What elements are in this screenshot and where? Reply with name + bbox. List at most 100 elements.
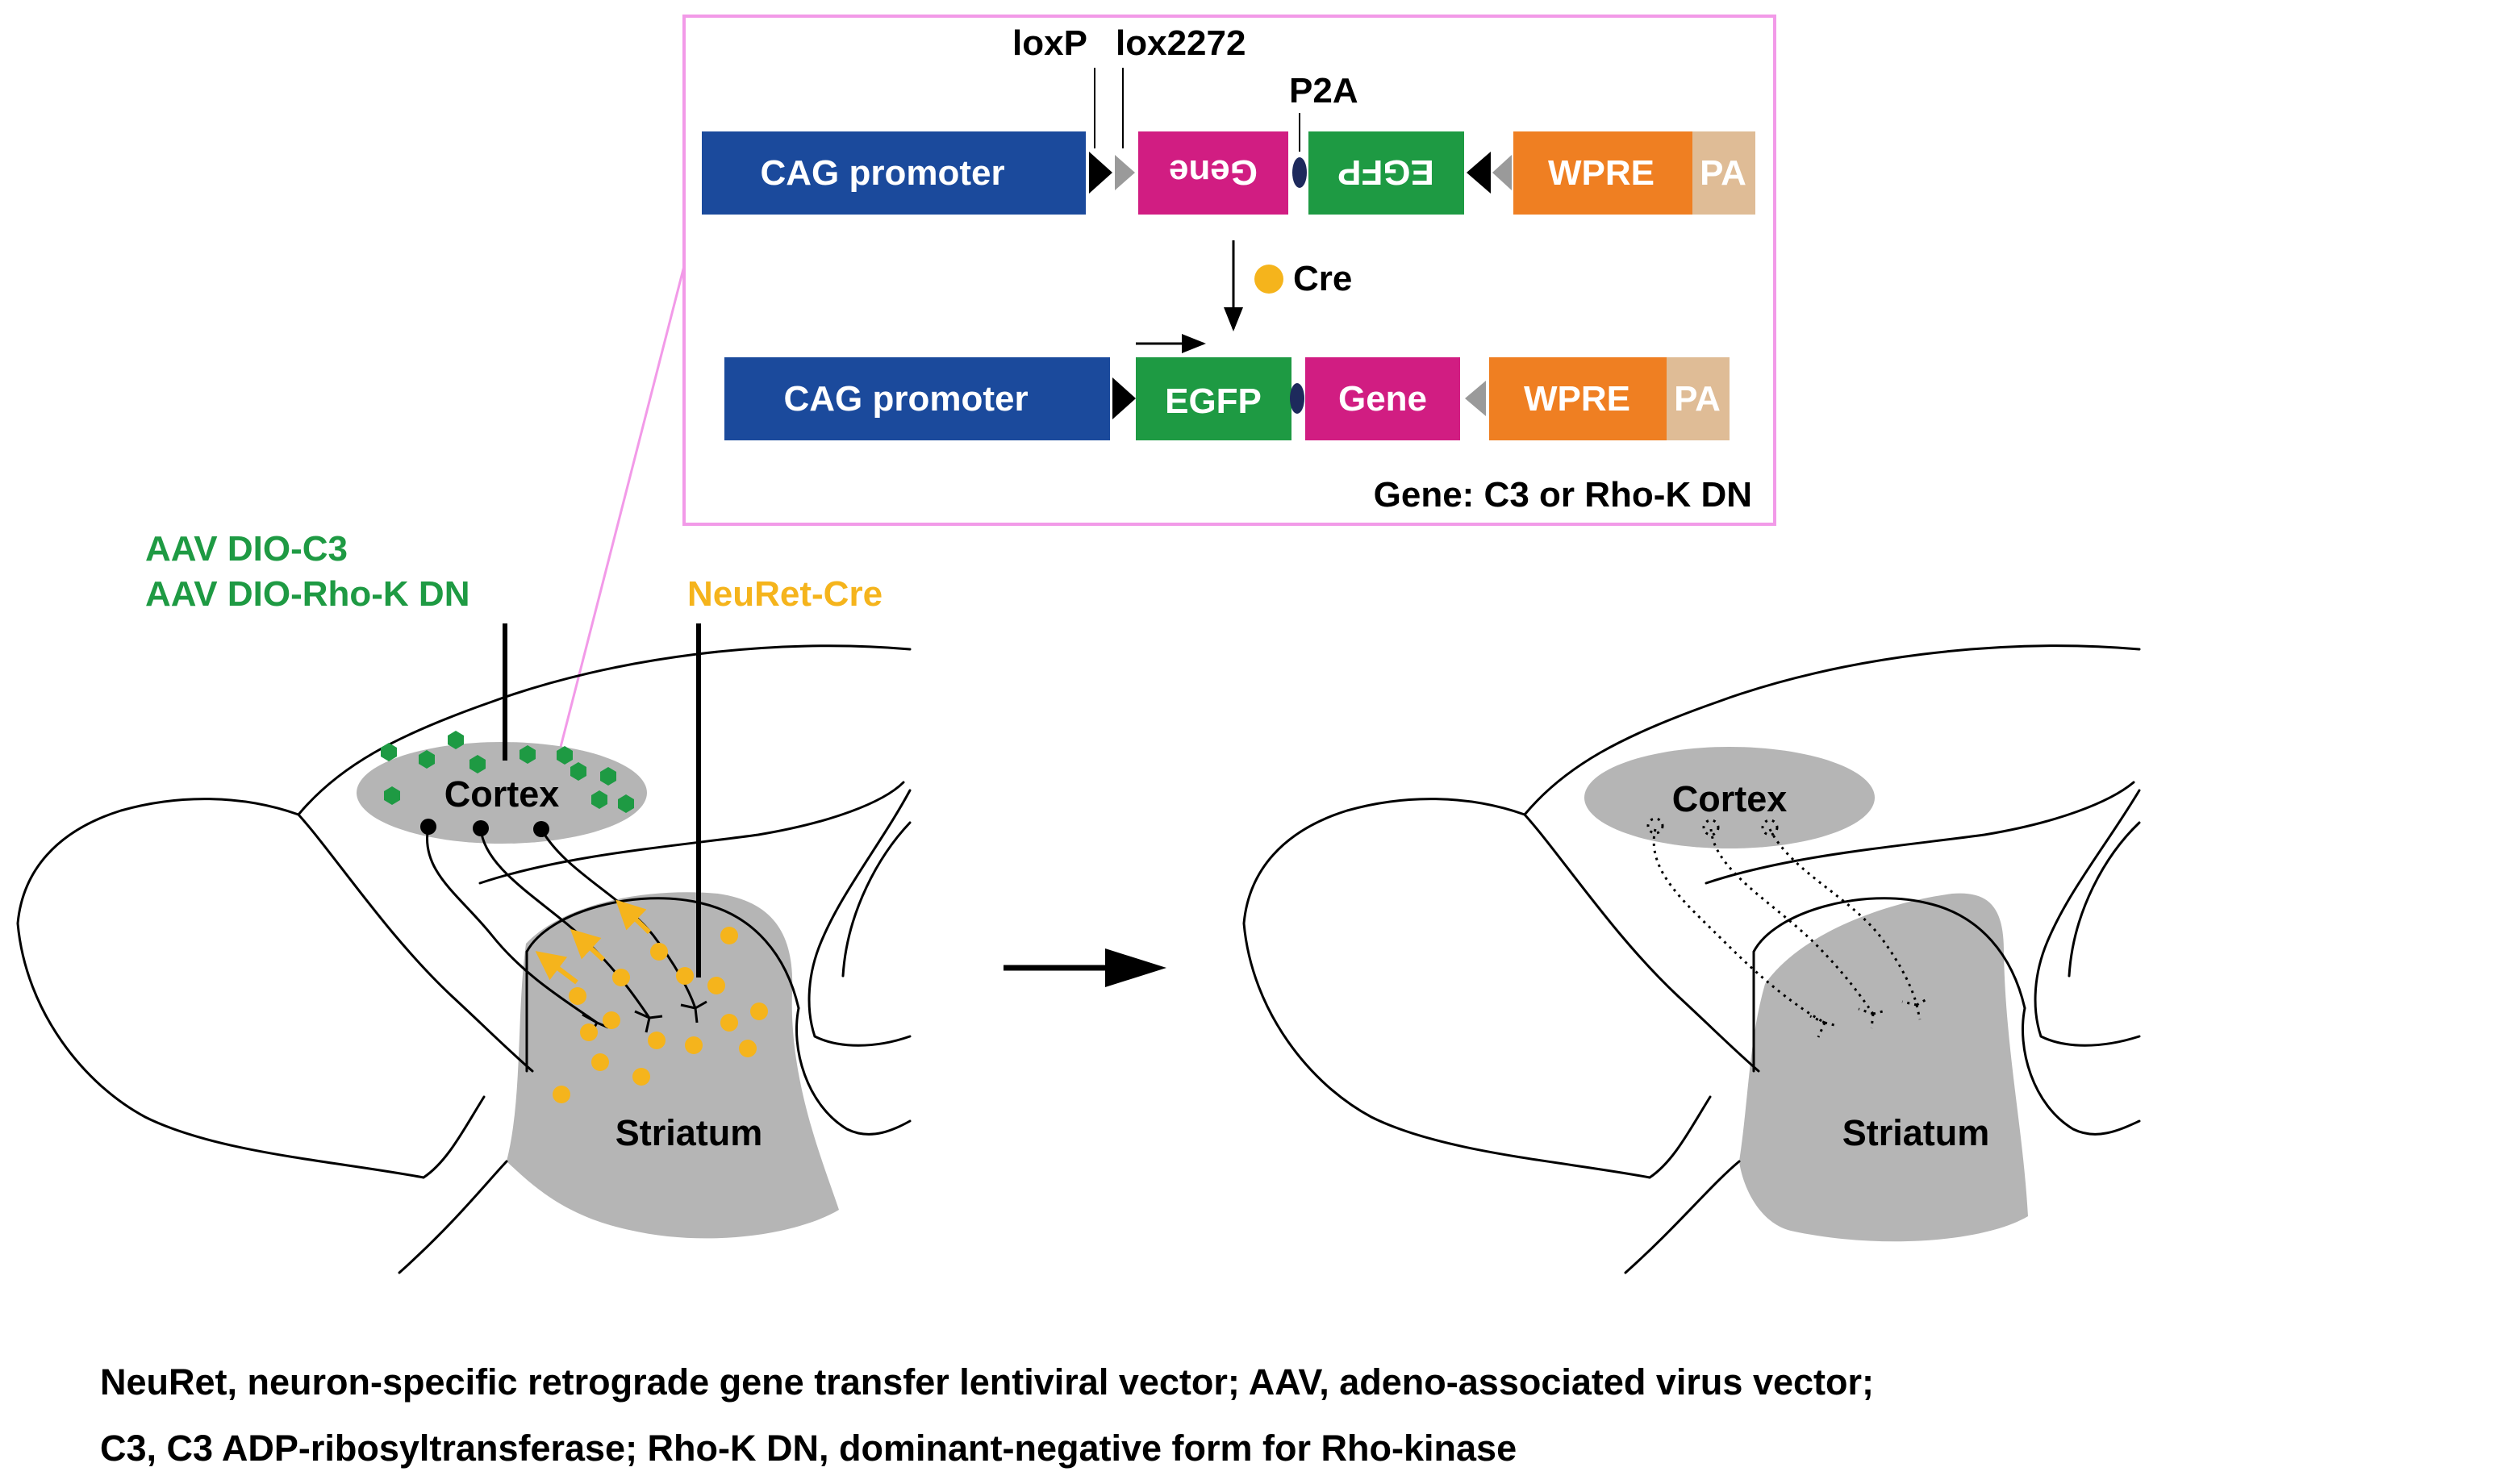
inset-connector xyxy=(558,265,686,751)
retrograde-arrows xyxy=(535,899,652,985)
retrograde-arrow-icon xyxy=(615,899,652,935)
axon-terminal-icon xyxy=(680,1000,707,1023)
gene-label: Gene xyxy=(1338,379,1427,419)
green-cell-icon xyxy=(591,790,607,809)
yellow-cell-icon xyxy=(632,1068,650,1086)
p2a-marker-icon xyxy=(1292,157,1307,188)
green-cell-icon xyxy=(570,762,586,781)
dotted-axon xyxy=(1709,828,1875,1015)
axon-terminal-icon xyxy=(634,1010,663,1033)
transition-arrow xyxy=(1004,948,1166,987)
dotted-terminal-icon xyxy=(1858,1007,1887,1029)
yellow-cell-icon xyxy=(580,1023,598,1041)
yellow-cell-icon xyxy=(739,1040,757,1057)
brain-right: Cortex Striatum xyxy=(1242,644,2141,1274)
yellow-cell-icon xyxy=(750,1003,768,1020)
arrow-head-icon xyxy=(1105,948,1166,987)
retrograde-arrow-icon xyxy=(535,951,578,985)
dotted-terminal-icon xyxy=(1809,1015,1838,1038)
cre-label: Cre xyxy=(1293,259,1352,298)
striatum-region-left xyxy=(507,892,839,1239)
construct-inset: loxP lox2272 P2A CAG promoter Gene EGFP … xyxy=(682,15,1776,526)
neuron-soma-icon xyxy=(420,819,436,835)
p2a-label: P2A xyxy=(1289,71,1358,110)
neuret-cre-cells xyxy=(553,927,768,1103)
green-cell-icon xyxy=(469,755,486,773)
pa-box-2 xyxy=(1667,357,1730,440)
cag-promoter-box xyxy=(702,131,1086,215)
green-cell-icon xyxy=(384,786,400,805)
striatum-region-right xyxy=(1739,893,2028,1242)
cre-dot-icon xyxy=(1254,265,1283,294)
cag-promoter-label: CAG promoter xyxy=(760,153,1004,193)
yellow-cell-icon xyxy=(648,1032,666,1049)
loxp-triangle-rev-icon xyxy=(1467,152,1491,194)
lox2272-triangle-rev-icon xyxy=(1492,155,1512,190)
aav-label-line1: AAV DIO-C3 xyxy=(145,529,348,569)
egfp-label-inverted: EGFP xyxy=(1337,152,1434,192)
wpre-box-2 xyxy=(1489,357,1668,440)
retrograde-arrow-icon xyxy=(570,928,606,962)
cortex-label-left: Cortex xyxy=(444,773,560,815)
brain-outline-right xyxy=(1242,644,2141,1274)
aav-infected-cells xyxy=(381,731,634,813)
striatum-label-left: Striatum xyxy=(615,1112,763,1153)
inset-border xyxy=(682,15,1776,526)
construct-bottom-row: CAG promoter EGFP Gene WPRE PA xyxy=(724,357,1730,440)
dotted-soma-icon xyxy=(1646,817,1664,835)
dotted-soma-icon xyxy=(1702,819,1720,836)
dotted-terminal-icon xyxy=(1901,997,1929,1020)
gene-label-inverted: Gene xyxy=(1169,152,1258,192)
yellow-cell-icon xyxy=(676,967,694,985)
wpre-box xyxy=(1513,131,1692,215)
pa-box xyxy=(1692,131,1755,215)
p2a-marker-icon-2 xyxy=(1290,383,1304,414)
pa-label-2: PA xyxy=(1674,379,1721,419)
degenerated-neurons xyxy=(1646,817,1929,1038)
loxp-triangle-icon-2 xyxy=(1112,377,1136,419)
gene-box-inverted xyxy=(1138,131,1288,215)
green-cell-icon xyxy=(448,731,464,749)
lox2272-triangle-rev-icon-2 xyxy=(1465,381,1486,416)
cortex-region-right xyxy=(1584,747,1875,848)
yellow-cell-icon xyxy=(603,1011,620,1029)
cag-promoter-box-2 xyxy=(724,357,1110,440)
egfp-label: EGFP xyxy=(1165,381,1262,421)
loxp-triangle-icon xyxy=(1089,152,1112,194)
green-cell-icon xyxy=(381,743,397,761)
green-cell-icon xyxy=(618,794,634,813)
green-cell-icon xyxy=(419,750,435,769)
yellow-cell-icon xyxy=(650,943,668,961)
green-cell-icon xyxy=(557,746,573,765)
lox2272-triangle-icon xyxy=(1115,155,1135,190)
neuret-label: NeuRet-Cre xyxy=(687,574,883,614)
yellow-cell-icon xyxy=(720,927,738,944)
cag-promoter-label-2: CAG promoter xyxy=(783,379,1028,419)
brain-outline-left xyxy=(16,644,912,1274)
yellow-cell-icon xyxy=(553,1086,570,1103)
caption-line-2: C3, C3 ADP-ribosyltransferase; Rho-K DN,… xyxy=(100,1428,1517,1469)
wpre-label-2: WPRE xyxy=(1524,379,1630,419)
caption-line-1: NeuRet, neuron-specific retrograde gene … xyxy=(100,1361,1875,1403)
lox2272-label: lox2272 xyxy=(1116,23,1246,63)
striatum-label-right: Striatum xyxy=(1842,1112,1990,1153)
brain-left: Cortex xyxy=(16,623,912,1274)
wpre-label: WPRE xyxy=(1548,153,1654,193)
gene-box xyxy=(1305,357,1460,440)
egfp-box xyxy=(1136,357,1291,440)
neuron-soma-icon xyxy=(533,821,549,837)
pa-label: PA xyxy=(1700,153,1746,193)
yellow-cell-icon xyxy=(720,1014,738,1032)
dotted-soma-icon xyxy=(1761,819,1779,836)
dotted-axon xyxy=(1768,828,1918,1006)
neuron-axon xyxy=(426,826,598,1024)
neuron-soma-icon xyxy=(473,820,489,836)
loxp-label: loxP xyxy=(1012,23,1087,63)
green-cell-icon xyxy=(600,767,616,786)
yellow-cell-icon xyxy=(685,1036,703,1054)
yellow-cell-icon xyxy=(591,1053,609,1071)
construct-top-row: CAG promoter Gene EGFP WPRE PA xyxy=(702,131,1755,215)
gene-note: Gene: C3 or Rho-K DN xyxy=(1374,475,1752,515)
green-cell-icon xyxy=(520,745,536,764)
